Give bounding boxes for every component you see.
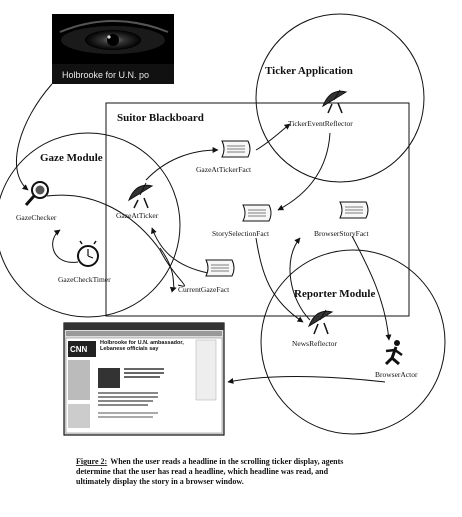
gaze-at-ticker-fact-node: GazeAtTickerFact (196, 140, 252, 174)
gaze-check-timer-node: GazeCheckTimer (58, 240, 111, 284)
reporter-module-region: Reporter Module (260, 249, 446, 435)
ticker-text: Holbrooke for U.N. po (62, 70, 149, 80)
caption-line-3: ultimately display the story in a browse… (76, 477, 244, 486)
gaze-module-region: Gaze Module (0, 132, 181, 318)
arrow-eye-to-gazechecker (15, 83, 53, 191)
arrow-browserstory-to-actor (351, 235, 392, 341)
ticker-event-reflector-node: TickerEventReflector (288, 89, 353, 128)
news-reflector-label: NewsReflector (292, 339, 337, 348)
arrow-currentgazefact-to-gazeatticker (151, 227, 209, 274)
arrow-timer-to-checker (52, 229, 79, 263)
caption-figure-label: Figure 2: (76, 457, 107, 466)
browser-actor-node: BrowserActor (375, 340, 418, 379)
arrow-fact-to-reflector (255, 123, 291, 151)
eye-photo: Holbrooke for U.N. po (52, 14, 174, 84)
gaze-at-ticker-label: GazeAtTicker (116, 211, 159, 220)
suitor-blackboard-title: Suitor Blackboard (117, 112, 204, 124)
arrow-storyselection-to-newsreflector (255, 237, 304, 323)
news-reflector-node: NewsReflector (292, 309, 337, 348)
gaze-checker-node: GazeChecker (16, 181, 57, 222)
gaze-module-title: Gaze Module (40, 152, 103, 164)
arrow-to-currentgazefact (159, 247, 177, 293)
browser-logo: CNN (70, 345, 88, 354)
story-selection-fact-label: StorySelectionFact (212, 229, 270, 238)
caption-text-1: When the user reads a headline in the sc… (110, 457, 343, 466)
flow-arrows (15, 83, 392, 384)
browser-story-fact-node: BrowserStoryFact (314, 201, 369, 238)
gaze-at-ticker-fact-label: GazeAtTickerFact (196, 165, 252, 174)
ticker-application-region: Ticker Application (255, 13, 425, 183)
caption-line-2: determine that the user has read a headl… (76, 467, 329, 476)
gaze-checker-label: GazeChecker (16, 213, 57, 222)
arrow-gazeatticker-to-fact (145, 147, 219, 181)
ticker-application-title: Ticker Application (265, 65, 353, 77)
story-selection-fact-node: StorySelectionFact (212, 204, 272, 238)
arrow-newsreflector-to-browserstory (289, 237, 311, 321)
browser-window: CNN Holbrooke for U.N. ambassador, Leban… (63, 322, 225, 436)
browser-story-fact-label: BrowserStoryFact (314, 229, 369, 238)
browser-actor-label: BrowserActor (375, 370, 418, 379)
figure-caption: Figure 2:When the user reads a headline … (76, 457, 343, 486)
ticker-event-reflector-label: TickerEventReflector (288, 119, 353, 128)
arrow-actor-to-browser (227, 376, 386, 384)
arrow-reflector-to-storyselection (277, 132, 331, 211)
caption-line-1: Figure 2:When the user reads a headline … (76, 457, 343, 466)
browser-headline: Holbrooke for U.N. ambassador, Lebanese … (100, 340, 184, 352)
gaze-at-ticker-node: GazeAtTicker (116, 182, 159, 220)
current-gaze-fact-label: CurrentGazeFact (178, 285, 230, 294)
suitor-blackboard-region: Suitor Blackboard (105, 102, 410, 317)
gaze-check-timer-label: GazeCheckTimer (58, 275, 111, 284)
arrow-gazechecker-line (46, 194, 185, 287)
current-gaze-fact-node: CurrentGazeFact (178, 259, 235, 294)
reporter-module-title: Reporter Module (294, 288, 375, 300)
